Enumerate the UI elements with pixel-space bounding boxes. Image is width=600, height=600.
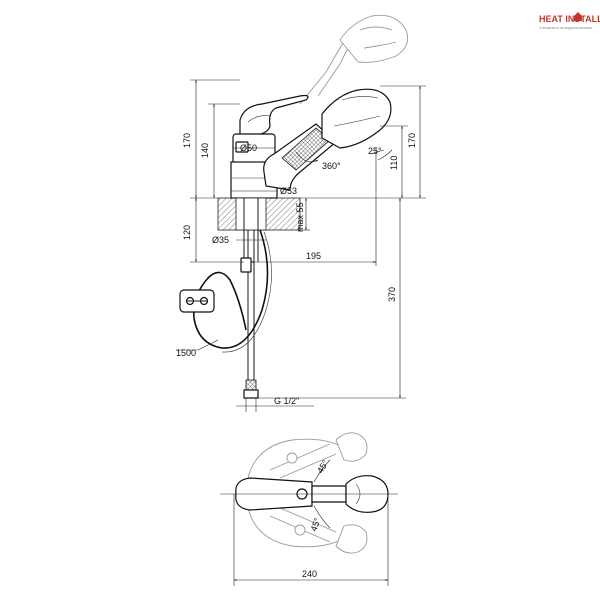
dim-hose-length: 1500 (176, 348, 196, 358)
pullout-hose (192, 229, 272, 353)
dim-total-height-left: 170 (182, 133, 192, 148)
top-view: 45° 45° 240 (220, 432, 398, 586)
dim-body-height: 140 (200, 143, 210, 158)
ghost-lever-lower (269, 507, 368, 554)
dim-shank-diameter: Ø35 (212, 235, 229, 245)
ghost-lever-upper (269, 432, 368, 479)
dim-top-angle-upper: 45° (315, 458, 331, 475)
dim-mount-depth: 120 (182, 225, 192, 240)
pullout-spout (263, 88, 392, 191)
mounting-shank (240, 198, 259, 399)
dim-hose-drop: 370 (387, 287, 397, 302)
brand-tagline: Спеціалісти по водопостачанню (539, 26, 593, 30)
brand-name: HEAT INSTALL (539, 14, 600, 24)
lever-handle (239, 94, 309, 137)
dim-body-diameter: Ø50 (240, 143, 257, 153)
countertop-section (217, 197, 301, 231)
dim-spout-height: 110 (389, 156, 399, 170)
dim-total-height-right: 170 (407, 133, 417, 148)
hose-weight (179, 289, 215, 313)
brand-logo: HEAT INSTALL Спеціалісти по водопостачан… (539, 12, 600, 30)
dim-thread: G 1/2" (274, 396, 299, 406)
dim-rotation-angle: 360° (322, 161, 341, 171)
side-view: 170 140 Ø50 360° 25° 110 170 Ø53 max 55 (176, 14, 426, 412)
dim-spout-angle: 25° (368, 146, 382, 156)
ghost-raised-spout (299, 14, 409, 105)
dim-base-diameter: Ø53 (280, 186, 297, 196)
dim-top-angle-lower: 45° (308, 516, 322, 533)
house-icon (574, 12, 582, 21)
dim-counter-thickness: max 55 (295, 202, 305, 232)
dim-reach: 195 (306, 251, 321, 261)
dim-total-length: 240 (302, 569, 317, 579)
